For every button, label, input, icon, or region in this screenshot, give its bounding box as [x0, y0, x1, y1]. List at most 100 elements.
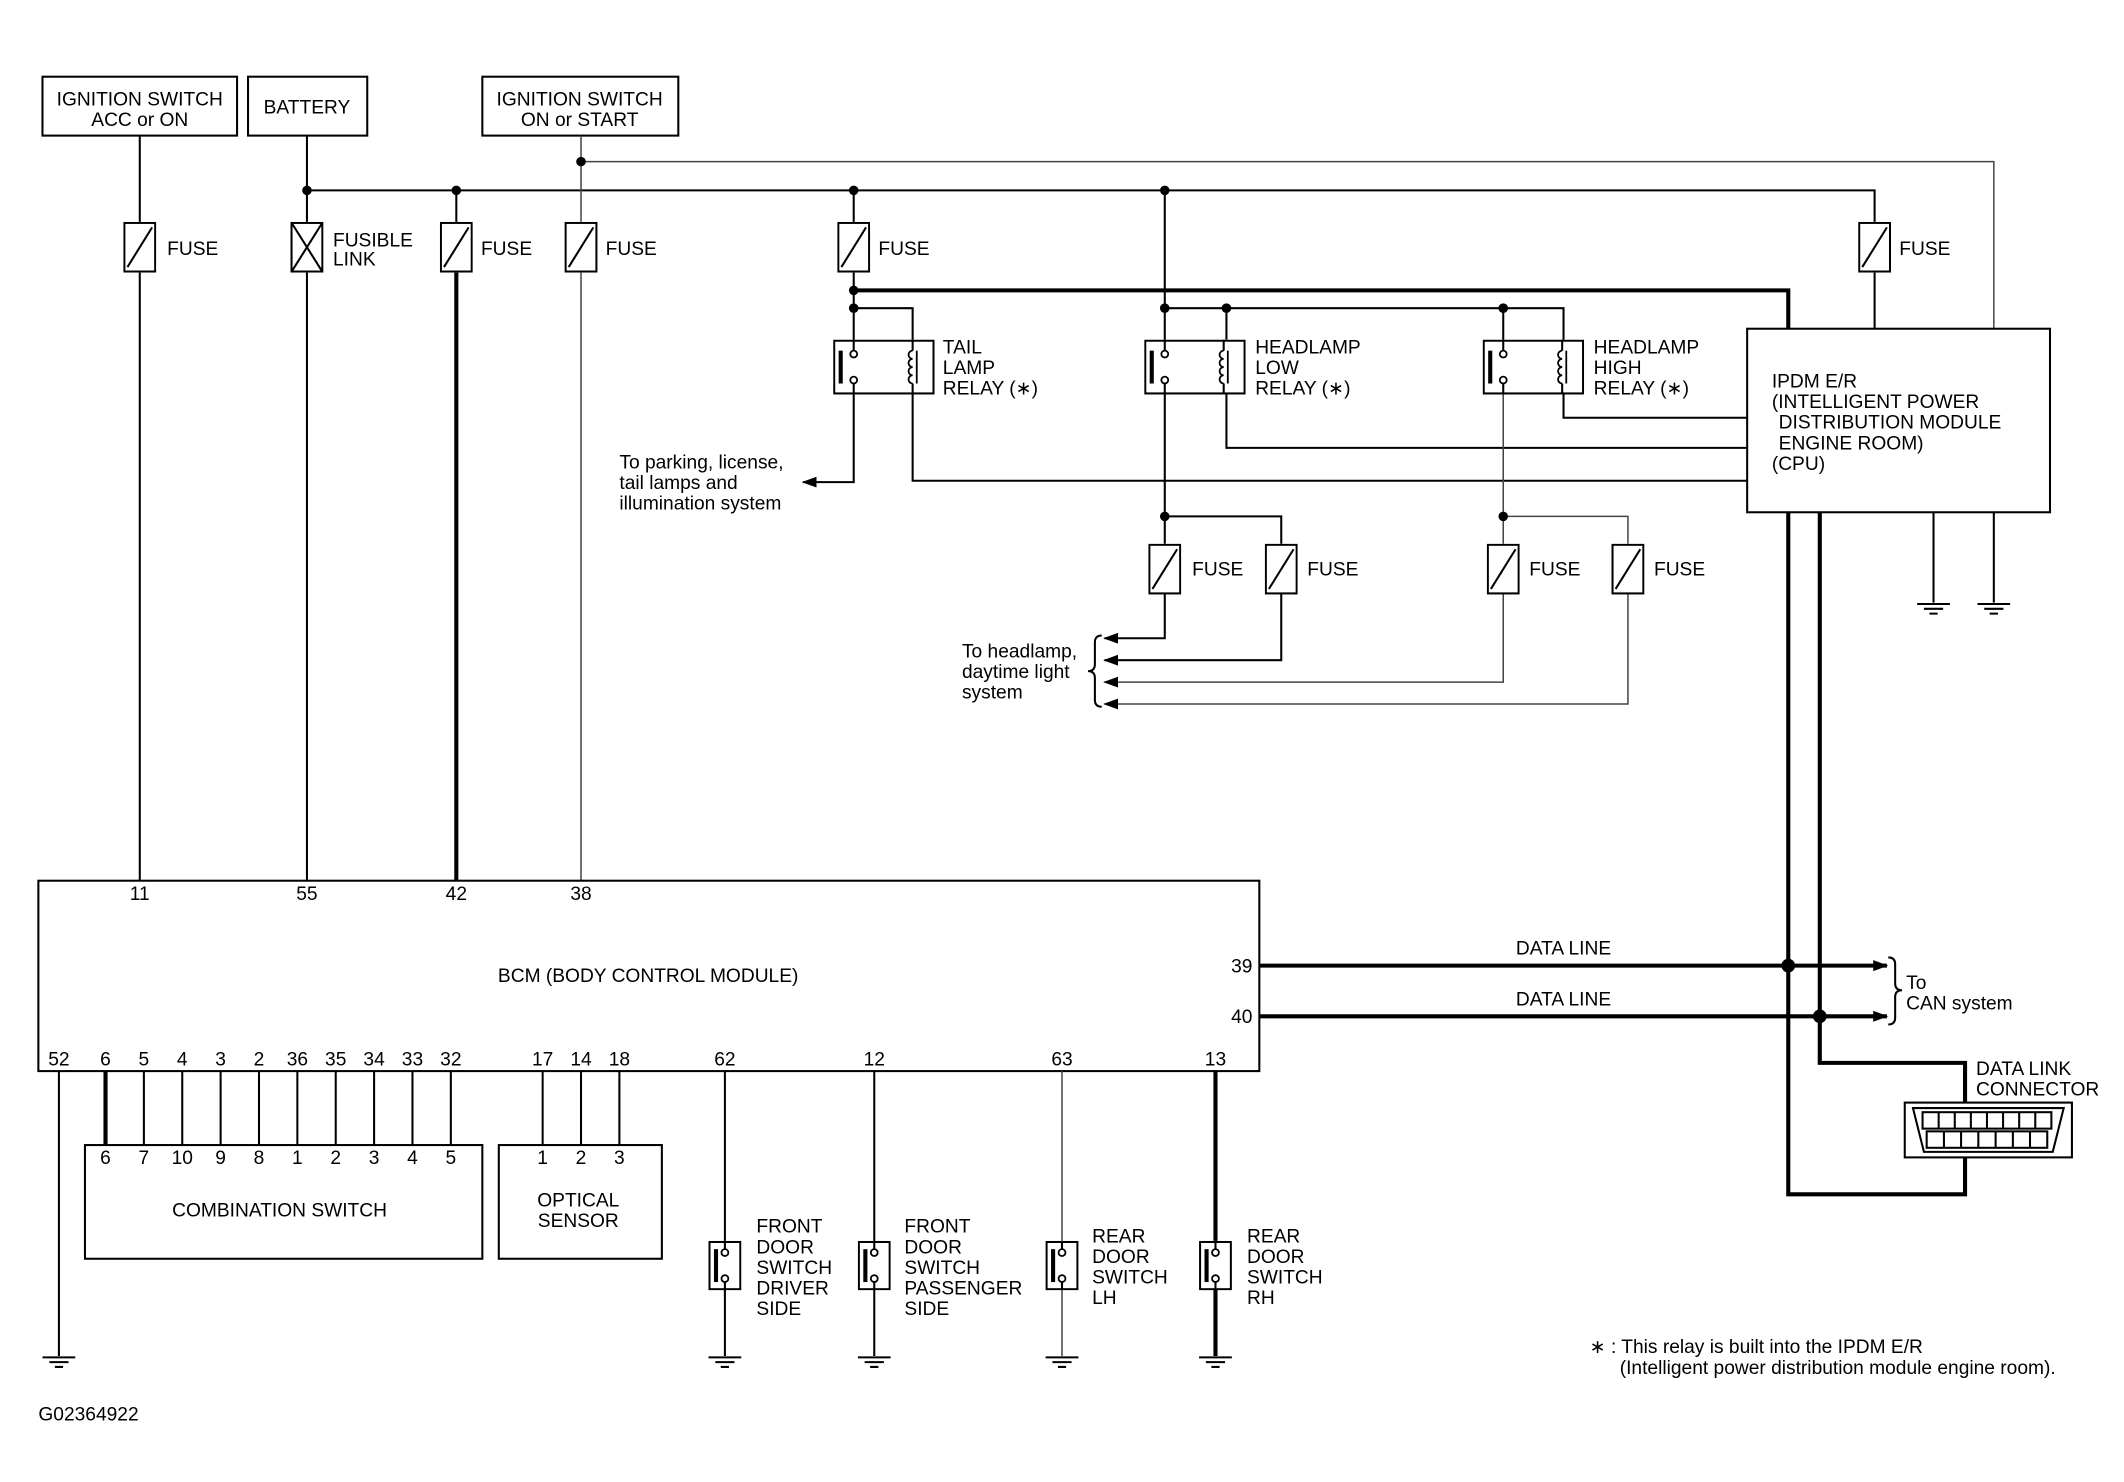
- can-note: To: [1906, 973, 1926, 994]
- fuse-label: FUSE: [1529, 559, 1580, 580]
- wire-tail-output: [801, 393, 855, 488]
- note-line: illumination system: [619, 494, 781, 515]
- switch-label: SIDE: [756, 1299, 801, 1320]
- junction-dot: [302, 185, 312, 196]
- junction-dot: [1812, 1009, 1827, 1024]
- switch-label: DOOR: [756, 1237, 814, 1258]
- bcm-pin: 52: [48, 1050, 69, 1071]
- wire-can-high-ipdm: [1786, 512, 1968, 1197]
- bcm-pin: 3: [215, 1050, 226, 1071]
- can-note: CAN system: [1906, 993, 2013, 1014]
- data-link-connector: DATA LINK CONNECTOR: [1903, 1059, 2099, 1159]
- switch-pin: 9: [215, 1148, 226, 1169]
- ground-icon: [42, 1356, 76, 1368]
- ipdm-box: [1746, 327, 2052, 514]
- ground-icon: [1199, 1356, 1232, 1368]
- junction-dots: [302, 156, 1509, 522]
- junction-dot: [1159, 303, 1170, 313]
- wire-low-coil-control: [1225, 393, 1748, 449]
- parking-lamps-note: To parking, license, tail lamps and illu…: [619, 452, 783, 514]
- relay-label: LOW: [1255, 358, 1300, 379]
- switch-label: DRIVER: [756, 1278, 828, 1299]
- note-line: tail lamps and: [619, 473, 737, 494]
- bcm-pin: 38: [570, 884, 591, 905]
- front-door-switch-passenger: [857, 1240, 891, 1291]
- fuse-bcm-42: [439, 221, 473, 273]
- ground-icon: [1977, 603, 2011, 615]
- optical-sensor-label: SENSOR: [538, 1211, 619, 1232]
- can-brace: [1888, 956, 1903, 1026]
- bcm-pin: 17: [532, 1050, 553, 1071]
- fusible-link-label: FUSIBLE: [333, 231, 413, 252]
- note-line: system: [962, 683, 1023, 704]
- fuse-headlamp-low-1: [1148, 543, 1182, 595]
- wire-tail-coil-control: [911, 393, 1748, 482]
- note-line: daytime light: [962, 662, 1070, 683]
- bcm-module: BCM (BODY CONTROL MODULE) 11 55 42 38 39…: [37, 879, 1261, 1073]
- connector-pin-row: [1925, 1130, 2049, 1149]
- bcm-pin: 35: [325, 1050, 346, 1071]
- rear-door-switch-rh: [1199, 1240, 1232, 1291]
- combination-switch-box: [83, 1144, 484, 1260]
- switch-label: DOOR: [1092, 1247, 1150, 1268]
- switch-label: REAR: [1247, 1226, 1300, 1247]
- bcm-pin: 34: [363, 1050, 385, 1071]
- switch-label: SWITCH: [1092, 1267, 1168, 1288]
- tail-lamp-relay: [833, 339, 935, 395]
- figure-id: G02364922: [38, 1404, 138, 1425]
- junction-dot: [1781, 958, 1796, 973]
- wire-high-output-2: [1104, 515, 1629, 704]
- bcm-pin: 4: [177, 1050, 188, 1071]
- junction-dot: [848, 285, 859, 296]
- front-door-switch-driver: [708, 1240, 742, 1291]
- connector-label: CONNECTOR: [1976, 1080, 2099, 1101]
- fuse-tail-feed: [837, 221, 871, 273]
- wire-ipdm-power: [853, 288, 1791, 329]
- rear-door-switch-lh: [1045, 1240, 1079, 1291]
- fuse-headlamp-high-1: [1486, 543, 1520, 595]
- wire-headlamp-coil-feed: [1164, 307, 1565, 340]
- fuse-label: FUSE: [1307, 559, 1358, 580]
- junction-dot: [848, 185, 859, 196]
- sensor-pin: 1: [537, 1148, 548, 1169]
- wire-low-output-1: [1104, 393, 1166, 638]
- sensor-pin: 3: [614, 1148, 625, 1169]
- switch-label: DOOR: [1247, 1247, 1305, 1268]
- wire-optical-bundle: [541, 1071, 621, 1146]
- fuse-ignition-acc: [123, 221, 157, 273]
- relay-label: HEADLAMP: [1594, 337, 1700, 358]
- wire-tail-coil-feed: [853, 307, 914, 340]
- switch-pin: 1: [292, 1148, 303, 1169]
- bcm-title: BCM (BODY CONTROL MODULE): [498, 966, 798, 987]
- fuse-ignition-start: [564, 221, 598, 273]
- switch-label: SWITCH: [1247, 1267, 1323, 1288]
- footnote: ∗ : This relay is built into the IPDM E/…: [1590, 1337, 1923, 1358]
- relay-label: TAIL: [943, 337, 982, 358]
- source-label: ACC or ON: [91, 110, 188, 131]
- switch-pin: 4: [407, 1148, 418, 1169]
- junction-dot: [1498, 511, 1509, 522]
- source-box: [247, 75, 369, 137]
- relay-label: LAMP: [943, 358, 995, 379]
- wire-combination-bundle: [142, 1071, 452, 1146]
- bcm-pin: 62: [714, 1050, 735, 1071]
- fuse-label: FUSE: [167, 239, 218, 260]
- note-line: To parking, license,: [619, 452, 783, 473]
- ipdm-label: (INTELLIGENT POWER: [1772, 392, 1979, 413]
- ipdm-er-module: IPDM E/R (INTELLIGENT POWER DISTRIBUTION…: [1746, 327, 2052, 514]
- bcm-pin: 36: [287, 1050, 308, 1071]
- switch-label: SWITCH: [904, 1258, 980, 1279]
- bcm-pin: 14: [570, 1050, 592, 1071]
- fuse-headlamp-high-2: [1611, 543, 1645, 595]
- combination-switch: COMBINATION SWITCH 6 7 10 9 8 1 2 3 4 5: [83, 1144, 484, 1260]
- bcm-pin: 63: [1051, 1050, 1072, 1071]
- switch-label: RH: [1247, 1288, 1275, 1309]
- bcm-pin: 55: [296, 884, 317, 905]
- bcm-box: [37, 879, 1261, 1073]
- fusible-link: [290, 221, 324, 273]
- combination-switch-label: COMBINATION SWITCH: [172, 1200, 387, 1221]
- switch-label: FRONT: [756, 1217, 822, 1238]
- fuse-label: FUSE: [878, 239, 929, 260]
- junction-dot: [576, 156, 586, 167]
